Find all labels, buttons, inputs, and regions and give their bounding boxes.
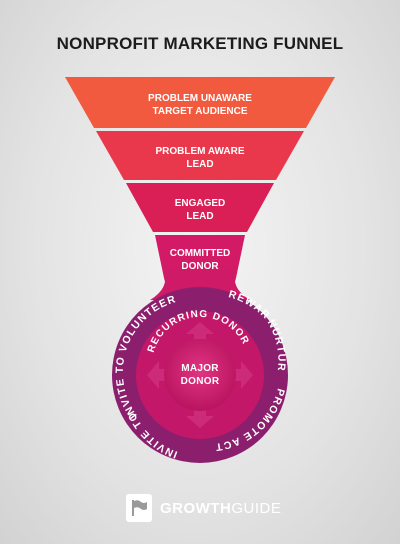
flag-icon bbox=[126, 494, 152, 522]
stage-3-line1: ENGAGED bbox=[174, 198, 226, 209]
center-label-line1: MAJOR bbox=[181, 363, 219, 374]
center-label-line2: DONOR bbox=[181, 376, 220, 387]
stage-4-line2: DONOR bbox=[181, 261, 219, 272]
funnel-stage-2 bbox=[96, 131, 304, 180]
major-donor-core bbox=[164, 339, 236, 411]
brand-name-regular: GUIDE bbox=[231, 499, 282, 517]
funnel-stage-3 bbox=[126, 183, 274, 232]
stage-label-1: PROBLEM UNAWARE TARGET AUDIENCE bbox=[100, 92, 300, 118]
page-title: NONPROFIT MARKETING FUNNEL bbox=[56, 34, 344, 53]
stage-1-line1: PROBLEM UNAWARE bbox=[148, 93, 252, 104]
stage-label-2: PROBLEM AWARE LEAD bbox=[100, 145, 300, 171]
stage-label-4: COMMITTED DONOR bbox=[100, 247, 300, 273]
cycle-arrows bbox=[147, 322, 253, 428]
funnel-stage-1 bbox=[65, 77, 335, 128]
brand-logo: GROWTHGUIDE bbox=[126, 493, 281, 523]
stage-label-3: ENGAGED LEAD bbox=[100, 197, 300, 223]
brand-name-bold: GROWTH bbox=[160, 499, 232, 517]
stage-2-line1: PROBLEM AWARE bbox=[155, 146, 245, 157]
stage-2-line2: LEAD bbox=[186, 159, 214, 170]
brand-name: GROWTHGUIDE bbox=[160, 500, 281, 517]
stage-1-line2: TARGET AUDIENCE bbox=[152, 106, 248, 117]
stage-4-line1: COMMITTED bbox=[169, 248, 231, 259]
stage-3-line2: LEAD bbox=[186, 211, 214, 222]
